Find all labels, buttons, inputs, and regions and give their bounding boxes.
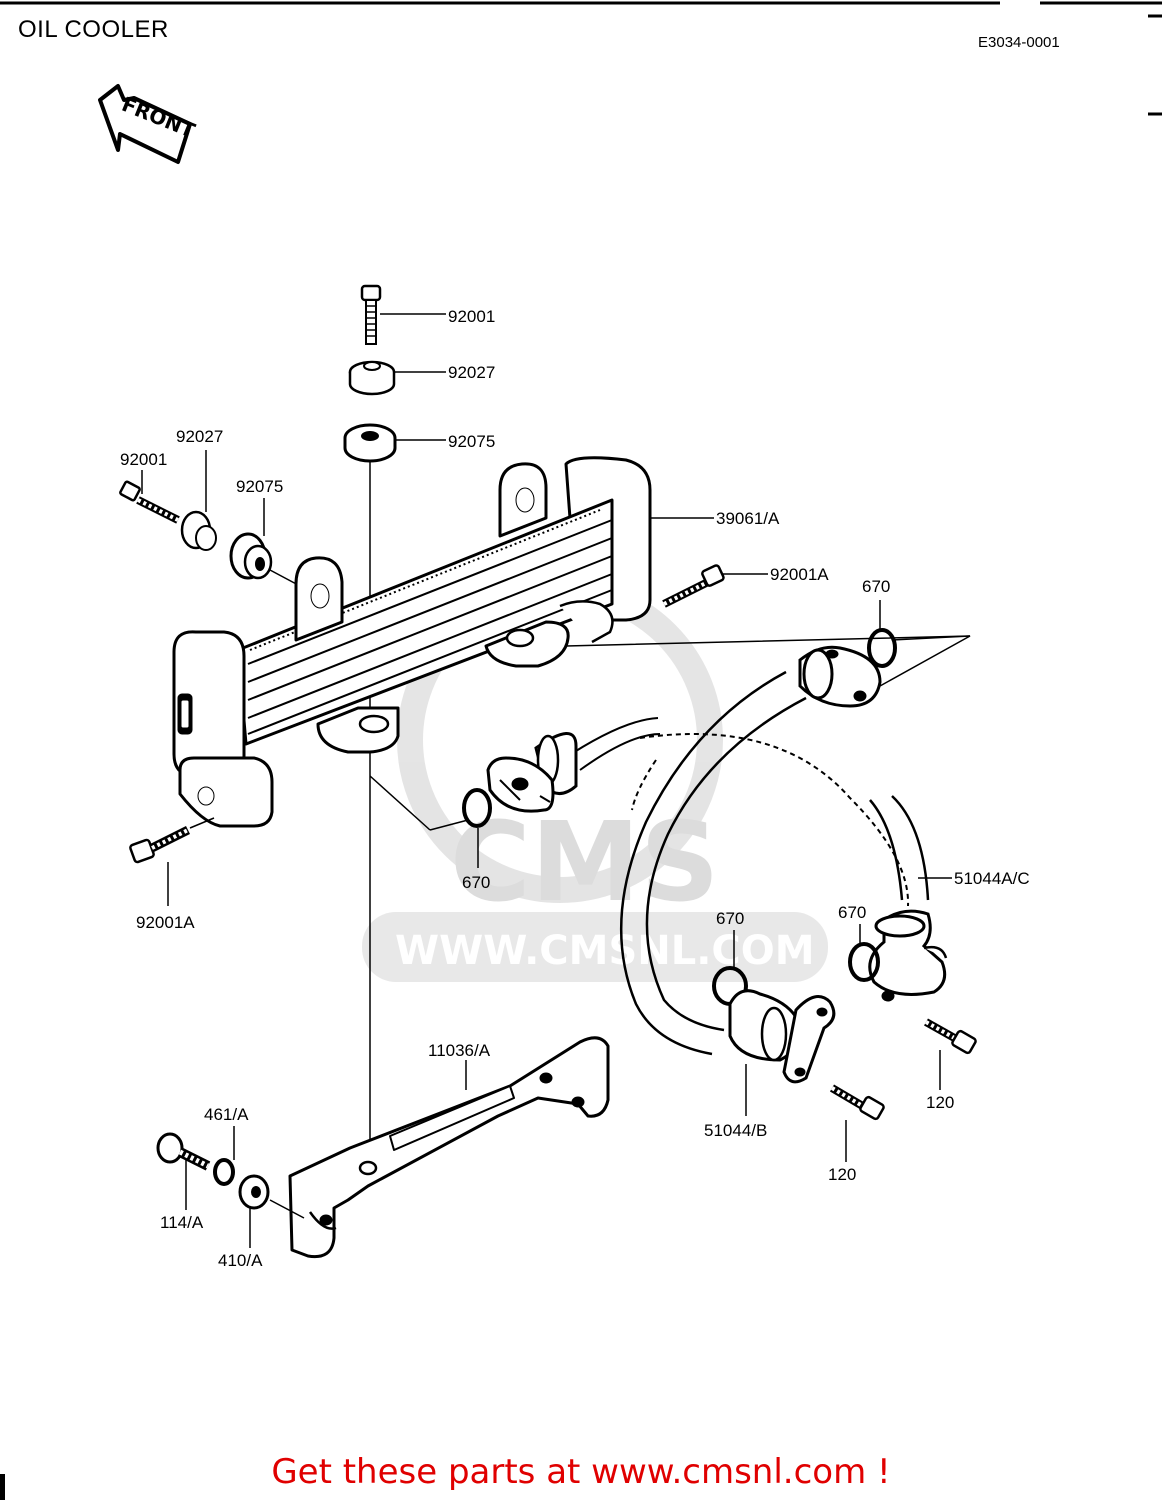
cap-left-icon bbox=[180, 510, 217, 551]
washer-461-icon bbox=[213, 1158, 235, 1186]
top-border-rule bbox=[0, 1, 1162, 5]
grommet-top-icon bbox=[343, 423, 397, 463]
callout-washer-461: 461/A bbox=[204, 1105, 249, 1124]
hose-a-icon bbox=[619, 670, 930, 1056]
callout-hose-b: 51044/B bbox=[704, 1121, 767, 1140]
oring-top-right-icon bbox=[867, 628, 897, 668]
callout-bolt-left: 92001 bbox=[120, 450, 167, 469]
grommet-left-icon bbox=[229, 532, 273, 580]
hose-b-icon bbox=[486, 717, 661, 813]
hose-b-lower-fitting-icon bbox=[728, 989, 836, 1084]
callout-bracket: 11036/A bbox=[428, 1041, 491, 1060]
callout-oring-left: 670 bbox=[462, 873, 490, 892]
callout-bolt-right: 92001A bbox=[770, 565, 829, 584]
washer-410-icon bbox=[238, 1174, 270, 1210]
oring-left-icon bbox=[462, 788, 492, 828]
leader-lines bbox=[141, 313, 952, 1248]
callout-bolt-114: 114/A bbox=[160, 1213, 204, 1232]
callout-washer-410: 410/A bbox=[218, 1251, 263, 1270]
bolt-top-icon bbox=[360, 284, 382, 345]
watermark-url: WWW.CMSNL.COM bbox=[395, 928, 815, 974]
callout-oring-top-right: 670 bbox=[862, 577, 890, 596]
callout-oring-mid: 670 bbox=[716, 909, 744, 928]
screw-right-icon bbox=[924, 1018, 977, 1055]
callout-oring-right: 670 bbox=[838, 903, 866, 922]
callout-cap-left: 92027 bbox=[176, 427, 223, 446]
hose-a-lower-fitting-icon bbox=[868, 909, 948, 1002]
watermark-brand: CMS bbox=[450, 798, 719, 926]
diagram-code: E3034-0001 bbox=[978, 34, 1060, 51]
front-arrow-icon: FRONT bbox=[98, 84, 199, 164]
bolt-lower-left-icon bbox=[129, 825, 191, 864]
cap-top-icon bbox=[348, 360, 396, 396]
callout-cap-top: 92027 bbox=[448, 363, 495, 382]
callout-grommet-top: 92075 bbox=[448, 432, 495, 451]
callout-grommet-left: 92075 bbox=[236, 477, 283, 496]
callout-hose-a: 51044A/C bbox=[954, 869, 1030, 888]
oil-cooler-icon bbox=[172, 456, 652, 828]
callout-bolt-lower-left: 92001A bbox=[136, 913, 195, 932]
footer-banner-link[interactable]: Get these parts at www.cmsnl.com ! bbox=[271, 1452, 891, 1492]
bracket-icon bbox=[288, 1036, 610, 1259]
callout-screw-right: 120 bbox=[926, 1093, 954, 1112]
page-title: OIL COOLER bbox=[18, 16, 169, 43]
bolt-left-icon bbox=[119, 480, 180, 524]
hose-a-top-fitting-icon bbox=[798, 645, 882, 708]
bolt-114-icon bbox=[156, 1132, 211, 1171]
oring-right-icon bbox=[848, 942, 880, 982]
screw-left-icon bbox=[829, 1084, 885, 1121]
bolt-right-icon bbox=[662, 564, 725, 608]
callout-cooler: 39061/A bbox=[716, 509, 780, 528]
callout-screw-left: 120 bbox=[828, 1165, 856, 1184]
callout-bolt-top: 92001 bbox=[448, 307, 495, 326]
